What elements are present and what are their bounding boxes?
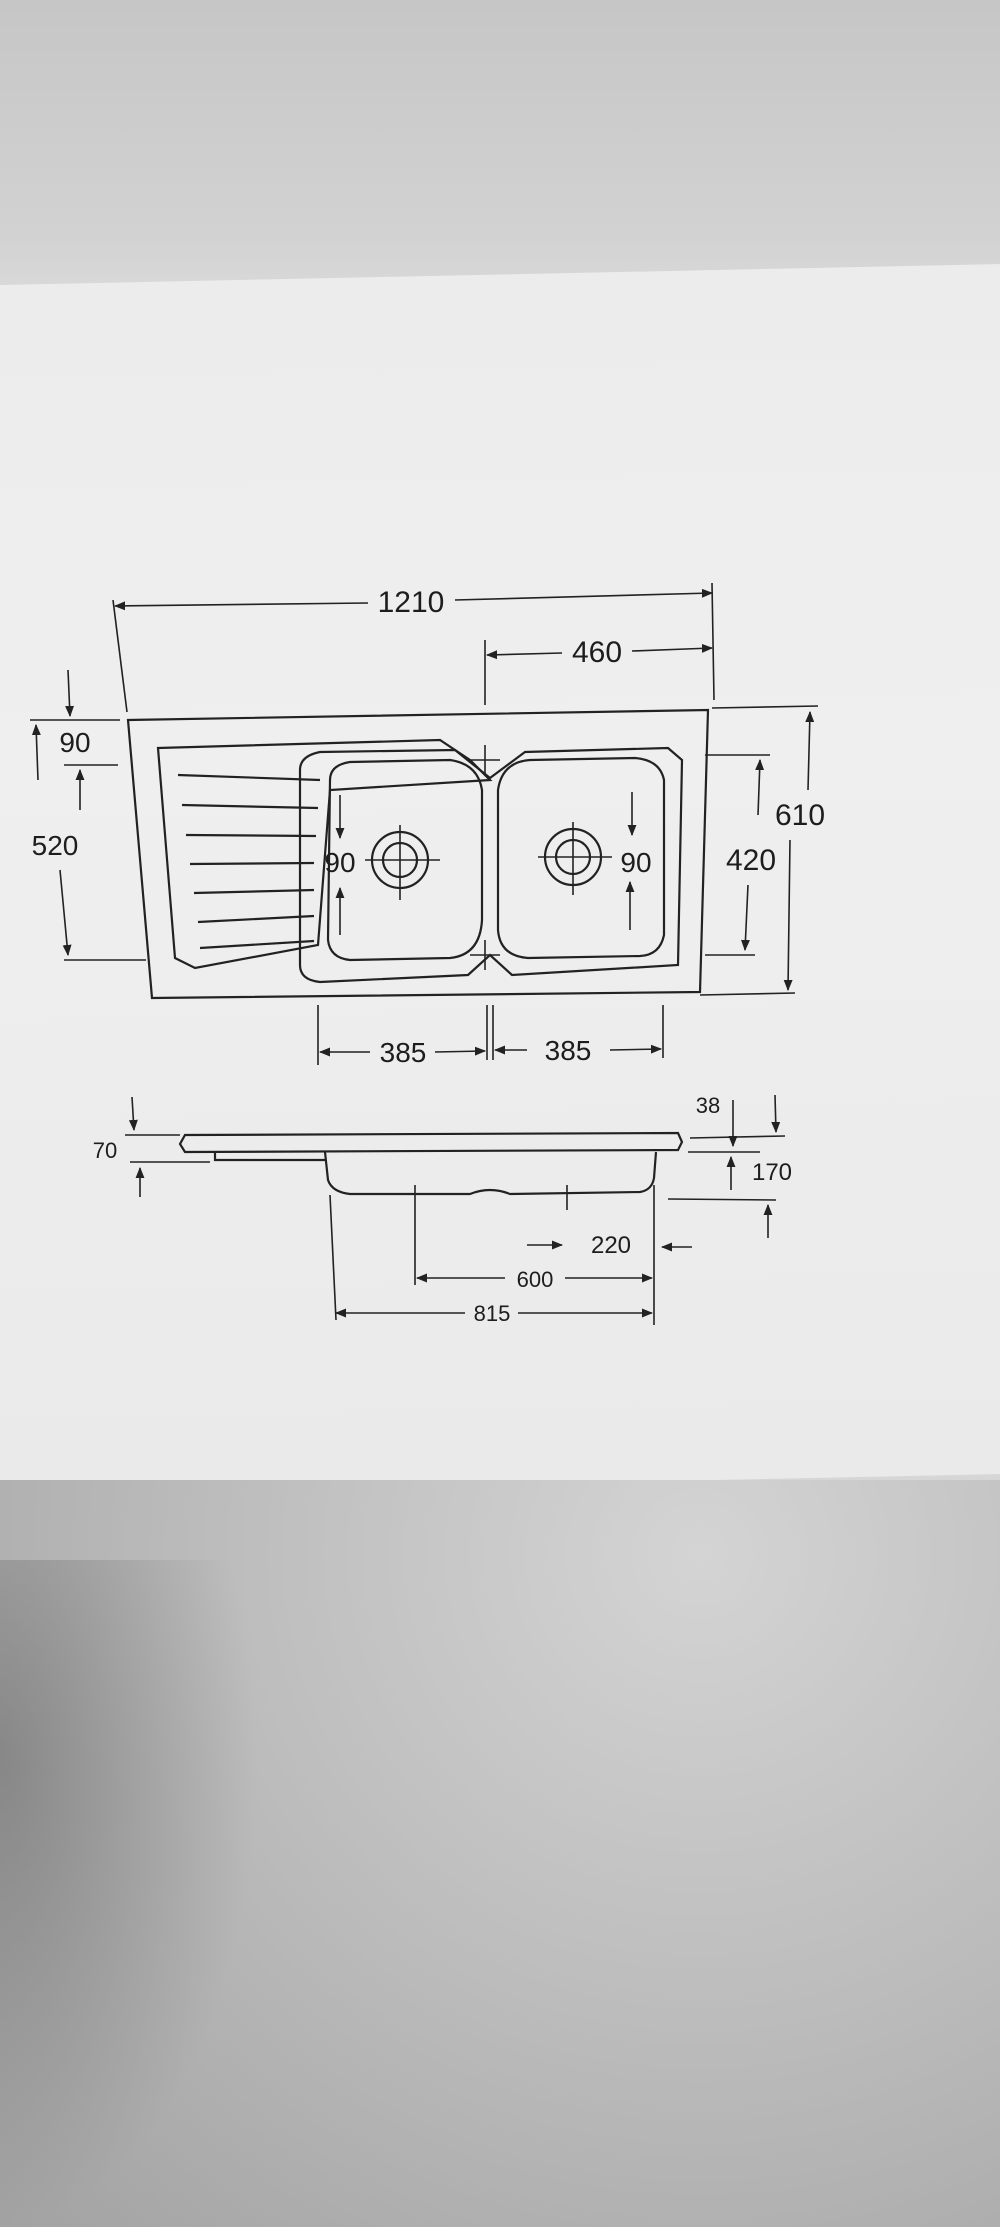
dimension-line [128, 1096, 138, 1132]
tap-hole-marks [470, 745, 500, 970]
dimension-line [454, 588, 714, 601]
right-drain [538, 822, 612, 895]
shadow [0, 1560, 260, 2227]
dim-drain-offset: 220 [591, 1232, 631, 1259]
dim-right-depth: 610 [775, 799, 825, 832]
dimension-line [805, 710, 815, 791]
extension-line [689, 1135, 786, 1139]
extension-line [112, 599, 128, 713]
dimension-line [65, 669, 75, 718]
bowls-outline [298, 746, 684, 984]
dim-left-bowl-width: 385 [380, 1037, 427, 1068]
extension-line [699, 992, 796, 996]
left-drain [365, 825, 440, 900]
dimension-line [485, 650, 563, 660]
dimension-line [59, 869, 72, 957]
drainer-grooves [177, 773, 321, 950]
side-bowl-profile [323, 1151, 658, 1196]
dimension-line [740, 884, 750, 952]
extension-line [711, 582, 715, 701]
photo-background-top [0, 0, 1000, 295]
dim-right-drain: 90 [620, 847, 651, 878]
dim-drain-span: 600 [517, 1267, 554, 1292]
dimension-line [631, 643, 714, 653]
dim-left-drain: 90 [324, 847, 355, 878]
dimension-line [609, 1044, 663, 1054]
top-view: 1210 460 [30, 582, 825, 1068]
photo-background-bottom [0, 1480, 1000, 2227]
side-drainer [213, 1152, 325, 1162]
dimension-line [31, 723, 41, 781]
right-bowl [496, 756, 666, 960]
dim-edge: 38 [696, 1093, 720, 1118]
extension-line [711, 705, 819, 709]
dim-front-depth: 90 [59, 727, 90, 758]
sink-outer-rim [126, 708, 710, 1000]
dim-bowl-height: 170 [752, 1159, 792, 1186]
extension-line [329, 1194, 337, 1321]
dimension-line [434, 1046, 487, 1056]
dim-overall-width: 1210 [378, 586, 445, 619]
dim-right-bowl-width: 385 [545, 1035, 592, 1066]
side-view: 70 38 170 220 600 815 [93, 1093, 792, 1326]
dim-bowl-depth: 420 [726, 844, 776, 877]
left-bowl [326, 758, 484, 962]
side-rim [178, 1131, 684, 1154]
dimension-line [755, 758, 765, 816]
extension-line [667, 1198, 777, 1201]
dimension-line [783, 839, 793, 992]
dimension-line [113, 601, 369, 611]
dim-rim-thickness: 70 [93, 1138, 117, 1163]
dimension-line [771, 1094, 781, 1134]
dim-bowl-offset: 460 [572, 636, 622, 669]
dim-bowl-span: 815 [474, 1301, 511, 1326]
dim-left-depth: 520 [32, 830, 79, 861]
